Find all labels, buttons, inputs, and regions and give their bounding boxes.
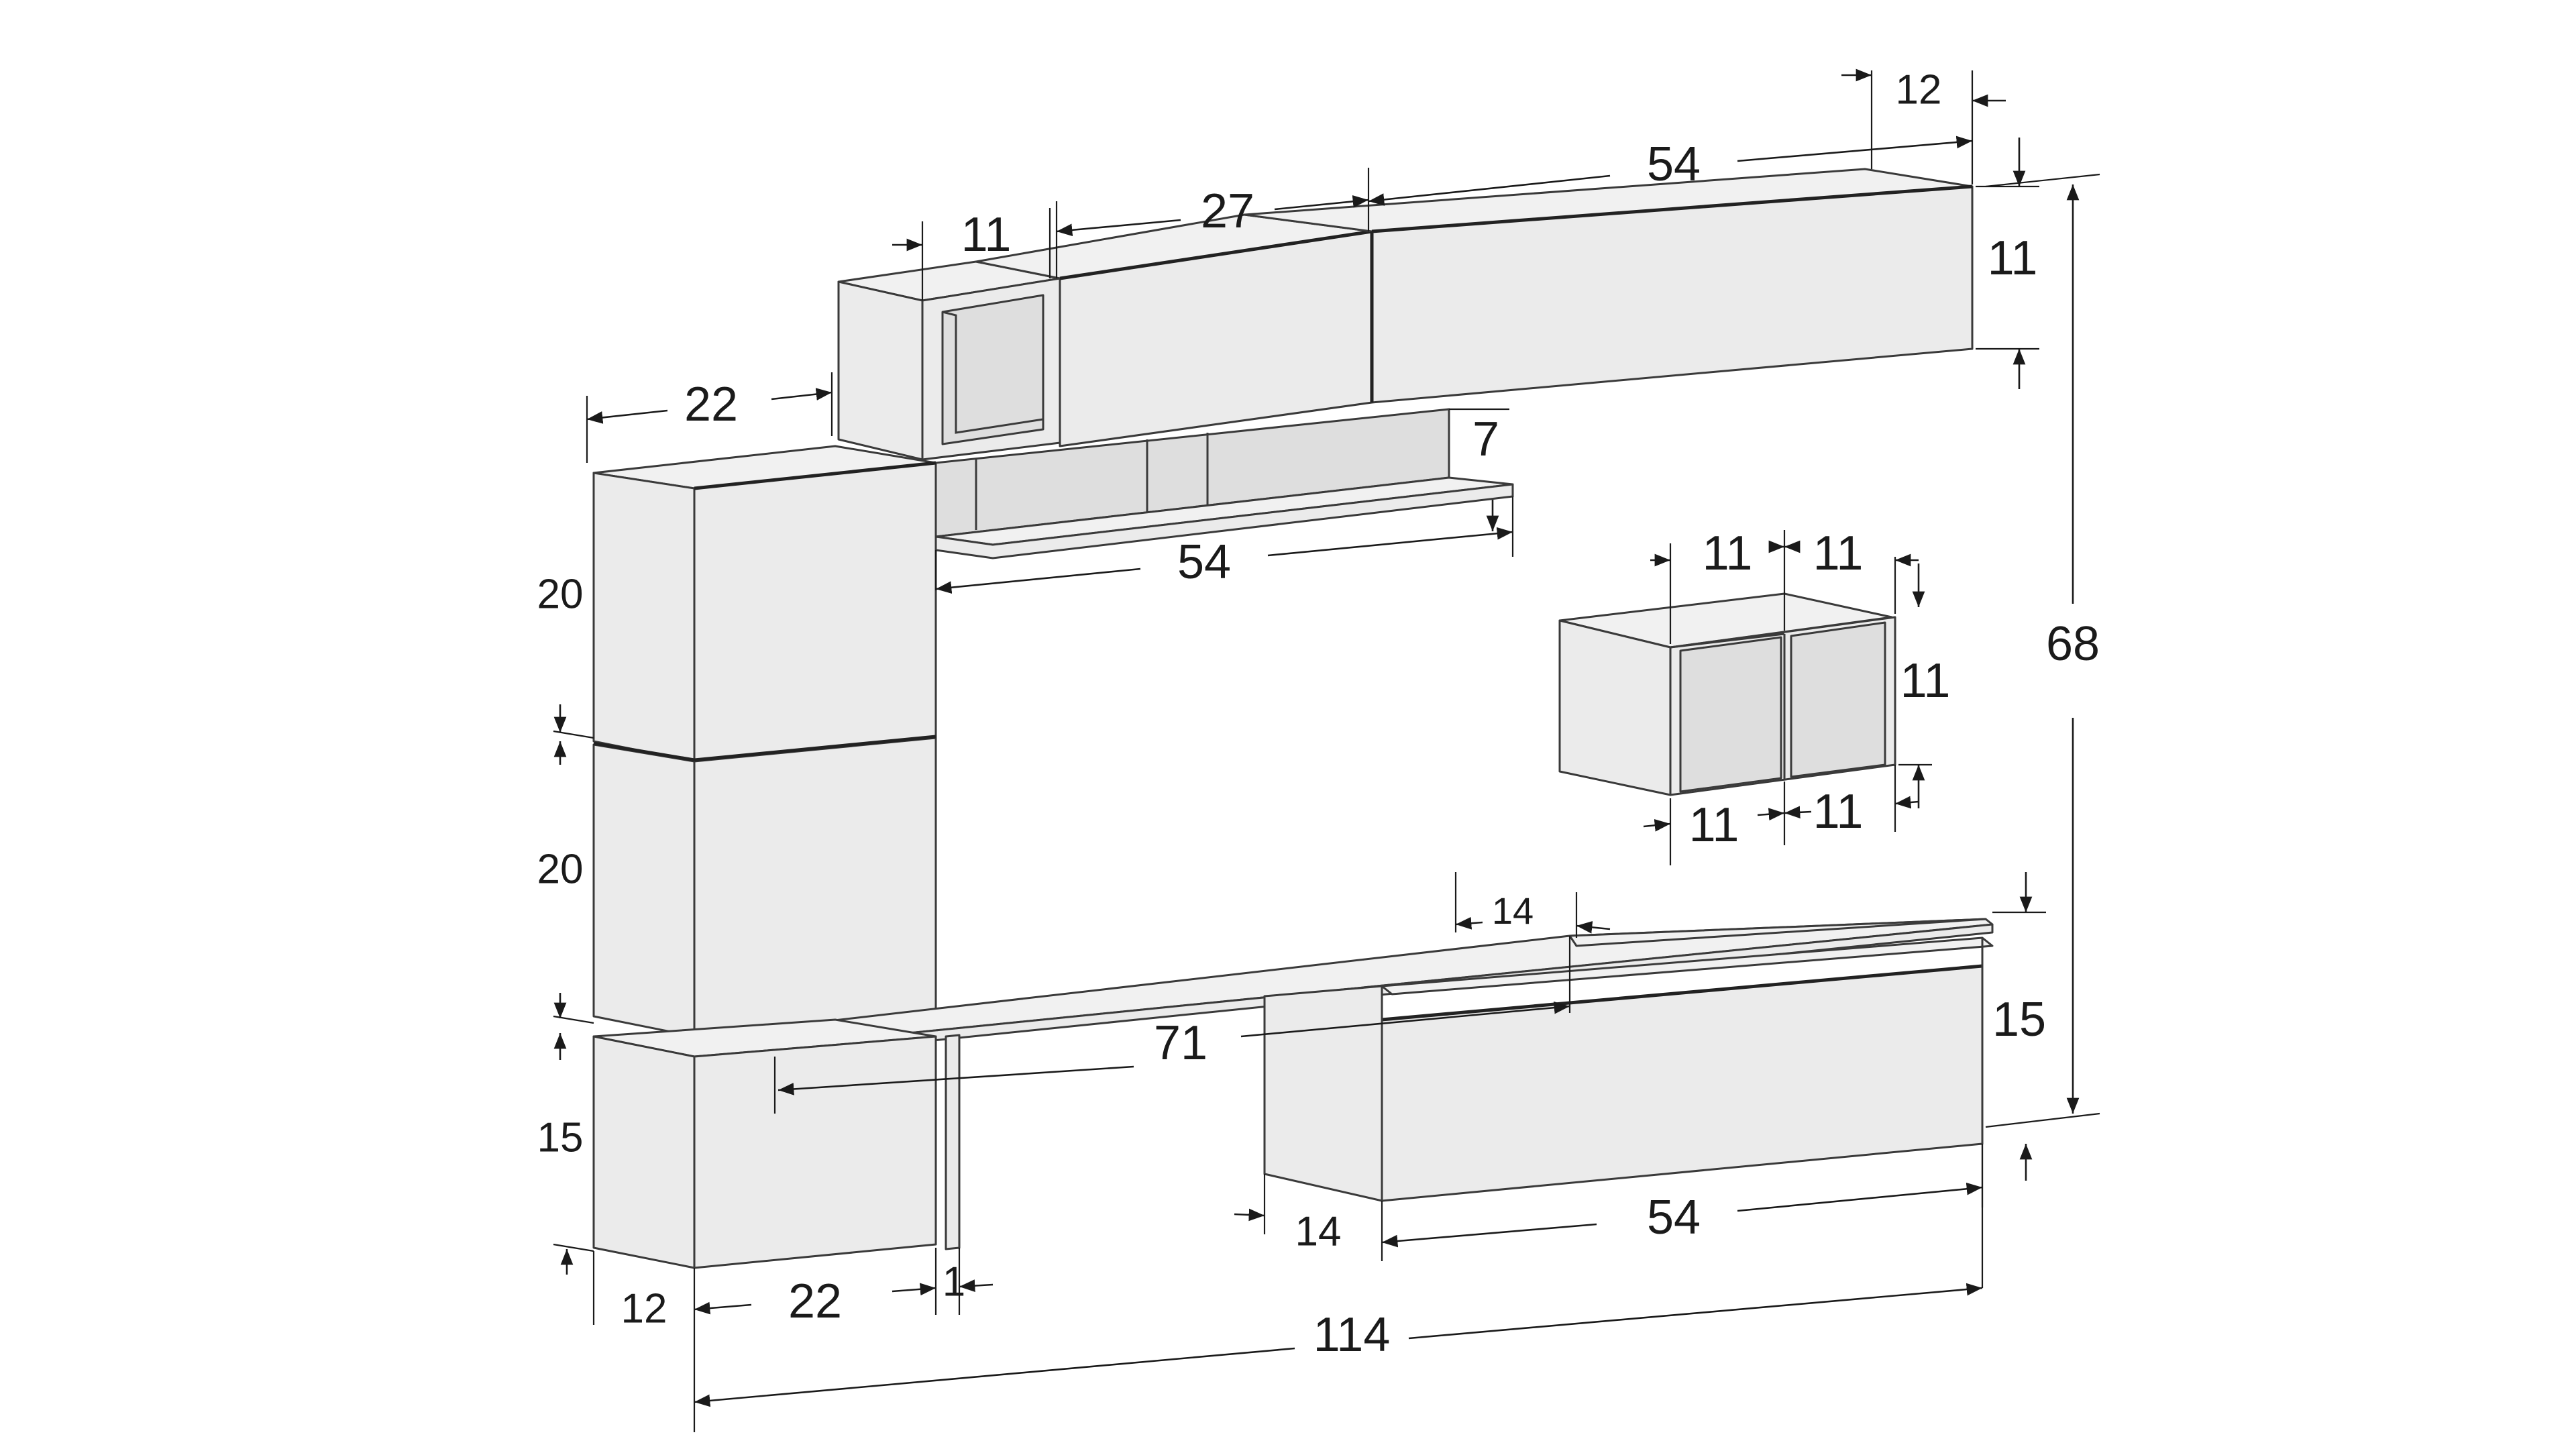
right-base bbox=[1263, 936, 1994, 1202]
dimension-lines bbox=[553, 68, 2100, 1432]
dim-tall-lower-height: 20 bbox=[537, 846, 584, 892]
dim-bench-step-depth: 14 bbox=[1492, 890, 1534, 932]
dim-tall-upper-height: 20 bbox=[537, 571, 584, 617]
dim-shelf-height: 7 bbox=[1472, 413, 1499, 466]
dim-overall-width: 114 bbox=[1313, 1308, 1391, 1362]
dim-cube-pair-right-width: 11 bbox=[1813, 527, 1864, 580]
dimension-labels: 12 54 27 11 11 68 22 7 54 20 20 15 12 22… bbox=[537, 66, 2100, 1362]
floating-cube-pair bbox=[1558, 592, 1896, 796]
dim-base-right-depth: 14 bbox=[1295, 1208, 1342, 1254]
top-long-cabinet bbox=[1243, 168, 1974, 404]
dim-leg-gap: 1 bbox=[943, 1258, 965, 1305]
dim-top-mid-cabinet-width: 27 bbox=[1201, 184, 1254, 238]
open-shelf bbox=[934, 408, 1514, 559]
dim-top-long-cabinet-height: 11 bbox=[1988, 231, 2038, 285]
tall-unit bbox=[592, 445, 937, 1038]
top-mid-cabinet bbox=[975, 213, 1373, 447]
dim-top-box-depth: 12 bbox=[1896, 66, 1942, 113]
dim-cube-pair-bottom-right: 11 bbox=[1813, 785, 1864, 839]
dim-top-long-cabinet-width: 54 bbox=[1647, 138, 1701, 191]
left-base bbox=[592, 1018, 961, 1269]
dim-cube-pair-height: 11 bbox=[1900, 654, 1951, 708]
dim-base-left-depth: 12 bbox=[621, 1285, 667, 1332]
dim-cube-pair-bottom-left: 11 bbox=[1689, 798, 1739, 852]
dim-base-left-height: 15 bbox=[537, 1114, 584, 1161]
bench-top bbox=[693, 918, 1994, 1058]
dim-top-cube-width: 11 bbox=[961, 208, 1012, 262]
dim-overall-height: 68 bbox=[2046, 617, 2100, 671]
top-open-cube bbox=[837, 260, 1061, 461]
dim-bench-width: 71 bbox=[1154, 1016, 1208, 1070]
dim-tall-unit-depth: 22 bbox=[684, 378, 738, 431]
dim-base-right-width: 54 bbox=[1647, 1191, 1701, 1244]
dim-cube-pair-left-width: 11 bbox=[1703, 527, 1753, 580]
dim-base-left-width: 22 bbox=[788, 1275, 842, 1328]
dim-base-right-height: 15 bbox=[1992, 993, 2046, 1046]
dim-shelf-width: 54 bbox=[1177, 535, 1231, 589]
